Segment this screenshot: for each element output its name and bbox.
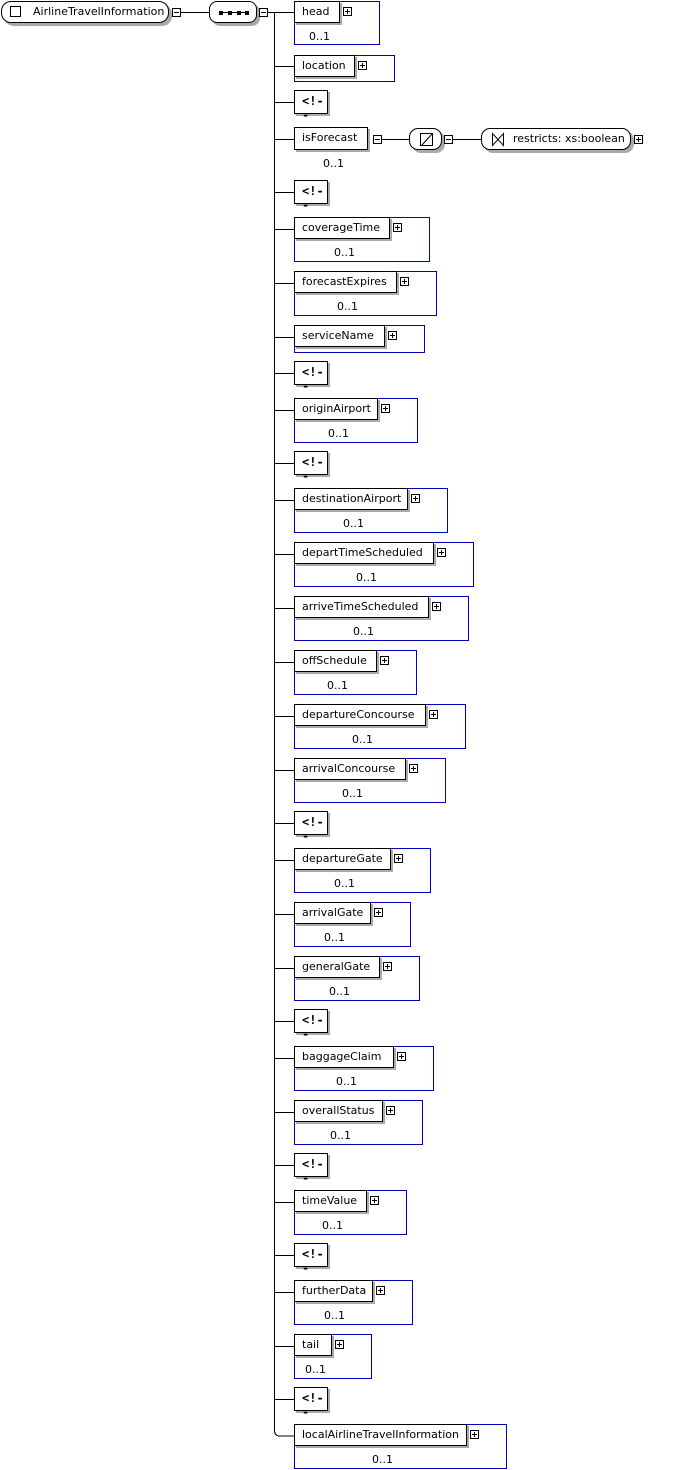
expand-icon[interactable] (393, 223, 402, 232)
checkbox-icon (10, 6, 21, 17)
expand-icon[interactable] (335, 1340, 344, 1349)
element-label: furtherData (294, 1280, 373, 1302)
element-label: destinationAirport (294, 488, 408, 510)
element-label: baggageClaim (294, 1046, 394, 1068)
comment-node[interactable]: <!-- (294, 811, 328, 843)
sequence-dot (228, 11, 232, 15)
collapse-icon[interactable] (373, 135, 382, 144)
choice-icon (420, 133, 433, 146)
expand-icon[interactable] (394, 854, 403, 863)
occurrence-label: 0..1 (343, 517, 364, 530)
element-label: coverageTime (294, 217, 390, 239)
comment-node[interactable]: <!-- (294, 90, 328, 122)
occurrence-label: 0..1 (334, 877, 355, 890)
occurrence-label: 0..1 (329, 985, 350, 998)
element-label: arrivalGate (294, 902, 371, 924)
occurrence-label: 0..1 (309, 30, 330, 43)
expand-icon[interactable] (470, 1430, 479, 1439)
root-element-label: AirlineTravelInformation (33, 5, 165, 18)
occurrence-label: 0..1 (372, 1453, 393, 1466)
comment-node[interactable]: <!-- (294, 451, 328, 483)
element-label: timeValue (294, 1190, 367, 1212)
expand-icon[interactable] (376, 1286, 385, 1295)
element-label: generalGate (294, 956, 380, 978)
sequence-dot (245, 11, 249, 15)
occurrence-label: 0..1 (334, 246, 355, 259)
occurrence-label: 0..1 (356, 571, 377, 584)
sequence-dot (219, 11, 223, 15)
comment-node[interactable]: <!-- (294, 1153, 328, 1185)
element-label: forecastExpires (294, 271, 397, 293)
expand-icon[interactable] (388, 331, 397, 340)
restriction-label: restricts: xs:boolean (513, 132, 625, 145)
expand-icon[interactable] (343, 7, 352, 16)
expand-icon[interactable] (409, 764, 418, 773)
element-label: departTimeScheduled (294, 542, 434, 564)
sequence-dot (237, 11, 241, 15)
element-label: originAirport (294, 398, 378, 420)
expand-icon[interactable] (432, 602, 441, 611)
occurrence-label: 0..1 (328, 427, 349, 440)
element-label: arrivalConcourse (294, 758, 406, 780)
expand-icon[interactable] (429, 710, 438, 719)
restriction-icon (492, 132, 504, 147)
element-label: localAirlineTravelInformation (294, 1424, 467, 1446)
expand-icon[interactable] (370, 1196, 379, 1205)
sequence-line (219, 12, 249, 13)
root-element[interactable]: AirlineTravelInformation (1, 1, 169, 23)
element-label: departureConcourse (294, 704, 426, 726)
expand-icon[interactable] (380, 656, 389, 665)
collapse-icon[interactable] (444, 135, 453, 144)
occurrence-label: 0..1 (352, 733, 373, 746)
element-label: arriveTimeScheduled (294, 596, 429, 618)
occurrence-label: 0..1 (337, 300, 358, 313)
collapse-icon[interactable] (172, 8, 181, 17)
comment-node[interactable]: <!-- (294, 1387, 328, 1419)
expand-icon[interactable] (437, 548, 446, 557)
restriction-node[interactable]: restricts: xs:boolean (481, 128, 631, 150)
expand-icon[interactable] (386, 1106, 395, 1115)
expand-icon[interactable] (358, 61, 367, 70)
occurrence-label: 0..1 (305, 1363, 326, 1376)
element-label: head (294, 1, 340, 23)
expand-icon[interactable] (411, 494, 420, 503)
comment-node[interactable]: <!-- (294, 1009, 328, 1041)
occurrence-label: 0..1 (342, 787, 363, 800)
expand-icon[interactable] (397, 1052, 406, 1061)
occurrence-label: 0..1 (324, 931, 345, 944)
occurrence-label: 0..1 (323, 157, 344, 170)
element-label: overallStatus (294, 1100, 383, 1122)
comment-node[interactable]: <!-- (294, 1243, 328, 1275)
comment-node[interactable]: <!-- (294, 361, 328, 393)
element-label: serviceName (294, 325, 385, 347)
element-label: tail (294, 1334, 332, 1356)
comment-node[interactable]: <!-- (294, 180, 328, 212)
collapse-icon[interactable] (259, 8, 268, 17)
occurrence-label: 0..1 (327, 679, 348, 692)
expand-icon[interactable] (383, 962, 392, 971)
expand-icon[interactable] (374, 908, 383, 917)
occurrence-label: 0..1 (353, 625, 374, 638)
element-is-forecast[interactable]: isForecast (294, 127, 368, 150)
occurrence-label: 0..1 (336, 1075, 357, 1088)
element-label: offSchedule (294, 650, 377, 672)
occurrence-label: 0..1 (330, 1129, 351, 1142)
expand-icon[interactable] (400, 277, 409, 286)
sequence-compositor[interactable] (209, 1, 257, 23)
choice-compositor[interactable] (409, 128, 442, 150)
element-label: location (294, 55, 355, 77)
expand-icon[interactable] (634, 135, 643, 144)
expand-icon[interactable] (381, 404, 390, 413)
element-label: departureGate (294, 848, 391, 870)
occurrence-label: 0..1 (322, 1219, 343, 1232)
occurrence-label: 0..1 (324, 1309, 345, 1322)
